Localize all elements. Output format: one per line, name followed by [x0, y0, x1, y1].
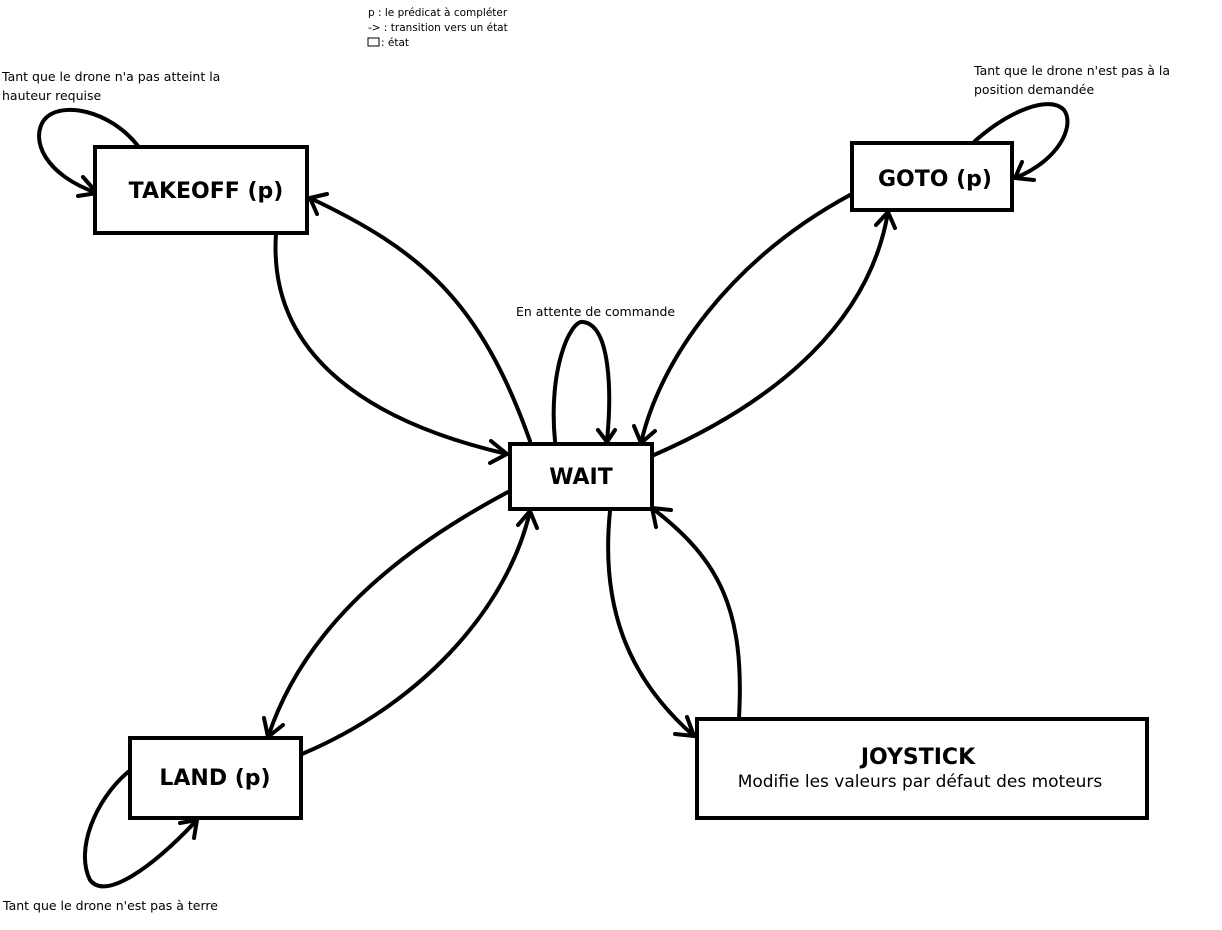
- arrowhead-wait-to-takeoff: [308, 192, 329, 216]
- edge-wait-self-loop: [551, 320, 612, 443]
- edge-wait-to-goto: [652, 210, 890, 457]
- takeoff-loop-note-line2: hauteur requise: [2, 88, 102, 103]
- state-goto-title: GOTO (p): [878, 167, 992, 192]
- state-joystick-description: Modifie les valeurs par défaut des moteu…: [738, 772, 1103, 792]
- edge-wait-to-joystick: [606, 509, 696, 738]
- state-joystick-title: JOYSTICK: [859, 745, 976, 770]
- state-takeoff-title: TAKEOFF (p): [129, 179, 284, 204]
- edge-land-self-loop: [82, 770, 199, 889]
- state-land: LAND (p): [128, 736, 303, 820]
- legend-state-text: : état: [381, 37, 409, 49]
- state-wait-title: WAIT: [549, 465, 613, 490]
- state-takeoff-box: [93, 145, 309, 235]
- legend-transition-text: -> : transition vers un état: [368, 22, 508, 34]
- state-wait: WAIT: [508, 442, 654, 511]
- state-wait-box: [508, 442, 654, 511]
- edge-wait-to-land: [266, 490, 510, 739]
- wait-loop-note: En attente de commande: [516, 304, 675, 319]
- legend-predicate-text: p : le prédicat à compléter: [368, 7, 508, 19]
- loop-notes: Tant que le drone n'a pas atteint la hau…: [1, 63, 1170, 913]
- state-land-title: LAND (p): [159, 766, 270, 791]
- edge-wait-to-takeoff: [308, 196, 532, 443]
- legend: p : le prédicat à compléter -> : transit…: [367, 7, 508, 49]
- edge-joystick-to-wait: [650, 506, 742, 720]
- edge-goto-self-loop: [973, 102, 1070, 180]
- transitions: [37, 102, 1070, 889]
- arrowhead-takeoff-to-wait: [488, 439, 509, 465]
- land-loop-note: Tant que le drone n'est pas à terre: [2, 898, 218, 913]
- state-takeoff: TAKEOFF (p): [93, 145, 309, 235]
- arrowhead-wait-to-joystick: [673, 715, 696, 738]
- goto-loop-note-line1: Tant que le drone n'est pas à la: [973, 63, 1170, 78]
- state-joystick-box: [695, 717, 1149, 820]
- legend-state-swatch: [367, 37, 380, 47]
- edge-takeoff-to-wait: [273, 232, 509, 456]
- edge-takeoff-self-loop: [37, 107, 140, 195]
- edge-land-to-wait: [300, 509, 532, 756]
- state-goto-box: [850, 141, 1014, 212]
- state-joystick: JOYSTICK Modifie les valeurs par défaut …: [695, 717, 1149, 820]
- state-goto: GOTO (p): [850, 141, 1014, 212]
- arrowhead-goto-self-loop: [1013, 160, 1036, 182]
- state-land-box: [128, 736, 303, 820]
- goto-loop-note-line2: position demandée: [974, 82, 1094, 97]
- takeoff-loop-note-line1: Tant que le drone n'a pas atteint la: [1, 69, 220, 84]
- edge-goto-to-wait: [639, 193, 852, 445]
